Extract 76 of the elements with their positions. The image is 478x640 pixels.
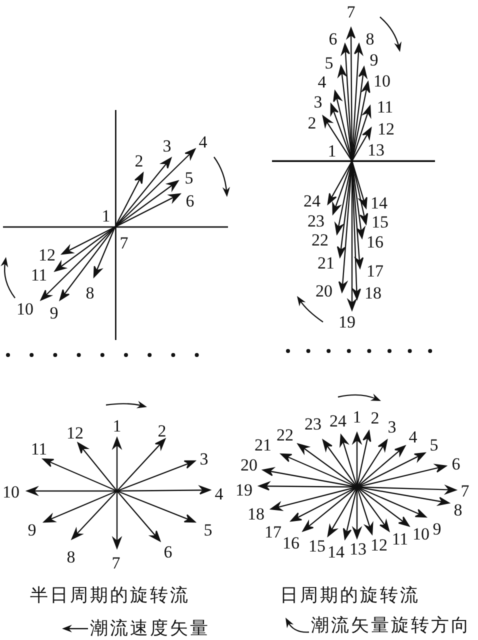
callout-number: 20 <box>240 456 258 474</box>
legend-text: 潮流速度矢量 <box>90 619 210 639</box>
diagram-caption: 日周期的旋转流 <box>280 586 420 606</box>
callout-number: 7 <box>346 4 356 20</box>
callout-number: 3 <box>162 138 172 154</box>
callout-number: 6 <box>452 456 460 472</box>
diagram-caption: 半日周期的旋转流 <box>30 586 190 606</box>
callout-number: 8 <box>366 30 374 48</box>
callout-number: 12 <box>66 424 84 442</box>
callout-number: 21 <box>318 254 334 272</box>
callout-number: 6 <box>164 544 172 560</box>
callout-number: 8 <box>454 502 462 518</box>
callout-number: 5 <box>204 522 212 538</box>
callout-number: 10 <box>412 526 430 542</box>
callout-number: 11 <box>392 530 408 548</box>
callout-number: 23 <box>308 212 324 230</box>
callout-number: 9 <box>432 520 442 538</box>
callout-number: 7 <box>120 234 128 252</box>
legend-text: 潮流矢量旋转方向 <box>311 616 471 636</box>
callout-number: 18 <box>364 284 382 302</box>
callout-number: 4 <box>214 486 224 502</box>
callout-number: 13 <box>350 540 366 558</box>
callout-number: 8 <box>86 284 94 302</box>
callout-number: 9 <box>28 522 36 538</box>
callout-number: 15 <box>372 214 388 230</box>
callout-number: 10 <box>374 72 390 90</box>
callout-number: 5 <box>430 436 438 454</box>
callout-number: 12 <box>378 120 394 138</box>
callout-number: 8 <box>66 548 76 566</box>
callout-number: 9 <box>370 52 378 68</box>
callout-number: 17 <box>366 262 384 280</box>
callout-number: 16 <box>282 534 300 552</box>
callout-number: 16 <box>366 234 384 250</box>
callout-number: 9 <box>50 304 58 322</box>
callout-number: 11 <box>30 266 48 284</box>
callout-number: 4 <box>408 428 418 446</box>
callout-number: 6 <box>328 30 338 48</box>
callout-number: 2 <box>308 114 316 132</box>
callout-number: 12 <box>370 536 388 554</box>
callout-number: 3 <box>200 450 208 468</box>
callout-number: 22 <box>276 426 294 444</box>
callout-number: 2 <box>134 152 144 170</box>
callout-number: 6 <box>186 192 194 210</box>
callout-number: 12 <box>38 246 56 264</box>
callout-number: 3 <box>388 418 396 436</box>
callout-number: 13 <box>368 142 384 158</box>
callout-number: 7 <box>460 482 470 500</box>
callout-number: 5 <box>184 170 194 186</box>
callout-number: 22 <box>312 232 328 248</box>
callout-number: 1 <box>328 142 336 160</box>
callout-number: 3 <box>314 94 322 110</box>
callout-number: 20 <box>316 282 332 300</box>
callout-number: 5 <box>324 54 334 72</box>
callout-number: 1 <box>102 208 110 224</box>
callout-number: 23 <box>304 416 322 432</box>
callout-number: 14 <box>370 194 388 212</box>
callout-number: 4 <box>198 134 208 150</box>
callout-number: 11 <box>30 440 48 458</box>
callout-number: 7 <box>112 554 120 572</box>
callout-number: 21 <box>254 436 272 454</box>
callout-number: 10 <box>16 300 34 318</box>
callout-number: 11 <box>376 98 394 116</box>
callout-number: 10 <box>2 484 20 500</box>
callout-number: 18 <box>248 506 264 522</box>
callout-number: 17 <box>264 524 282 540</box>
callout-number: 2 <box>158 422 166 440</box>
callout-number: 14 <box>328 544 344 560</box>
callout-number: 1 <box>112 418 122 434</box>
callout-number: 4 <box>318 74 326 90</box>
callout-number: 19 <box>338 314 356 330</box>
callout-number: 24 <box>304 192 320 210</box>
callout-number: 1 <box>352 408 362 426</box>
callout-number: 15 <box>308 538 326 554</box>
callout-number: 2 <box>370 410 380 426</box>
callout-number: 19 <box>236 482 252 498</box>
callout-number: 24 <box>330 412 346 430</box>
